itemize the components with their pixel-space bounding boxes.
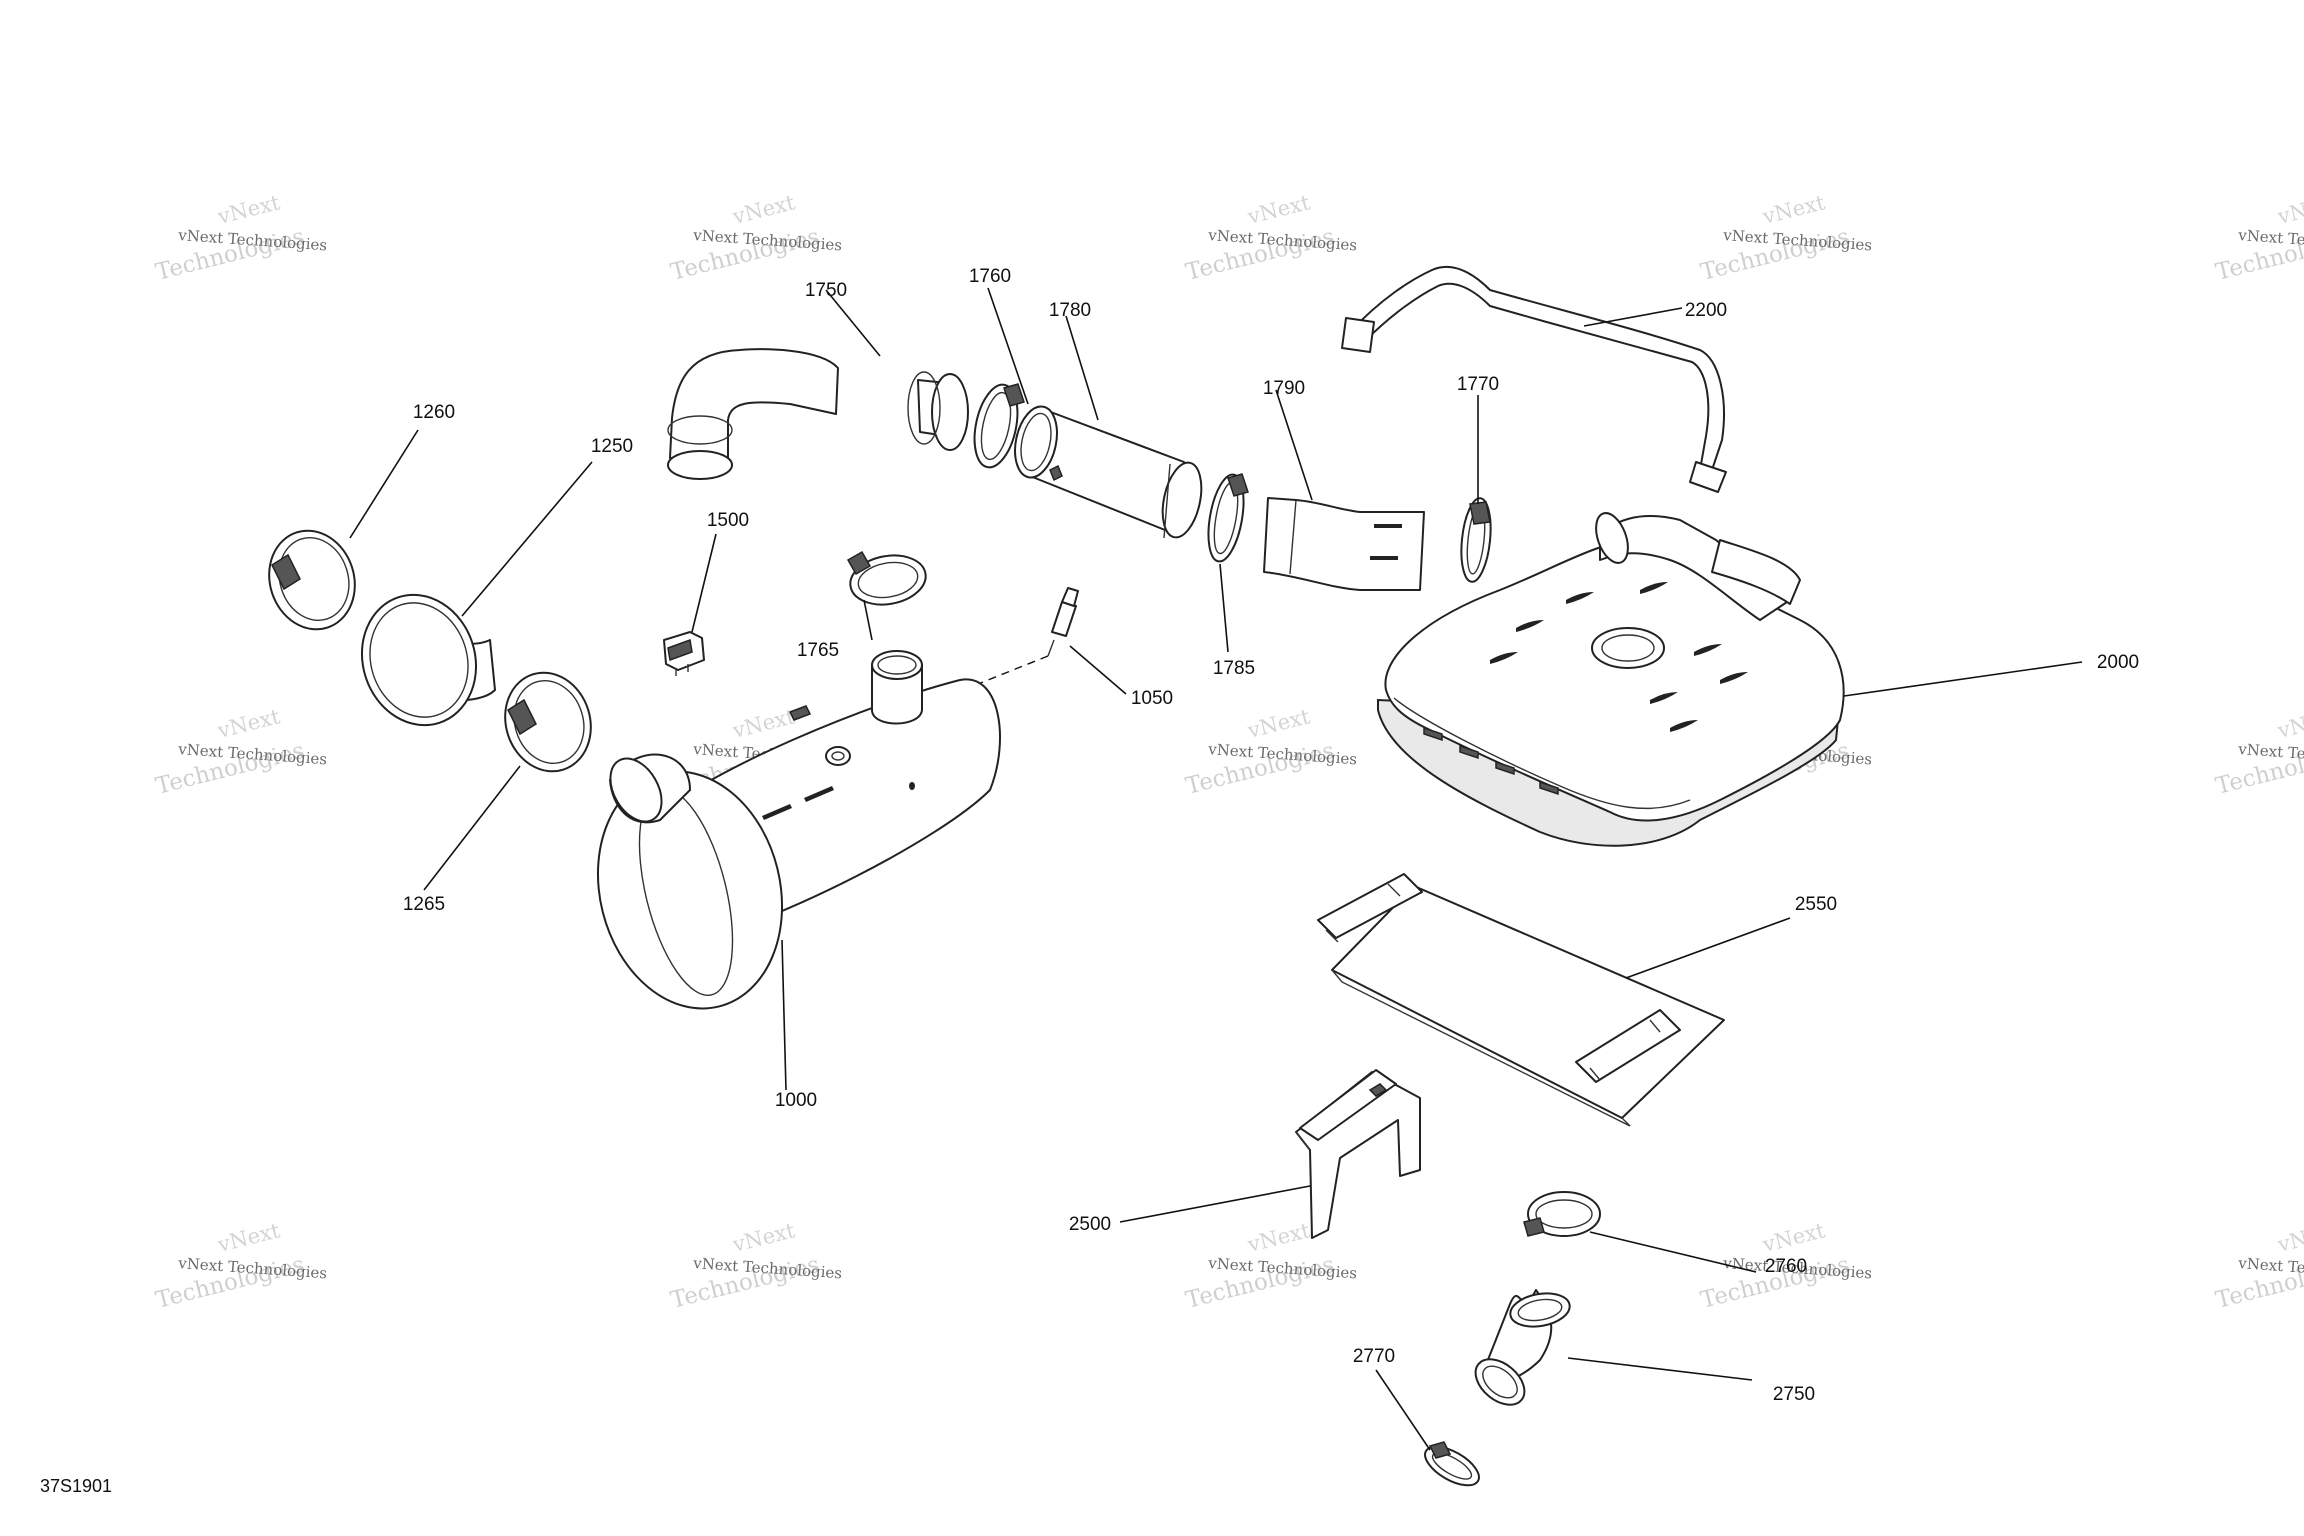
callout-1790: 1790 <box>1263 378 1305 399</box>
part-1760-clamp <box>973 383 1025 469</box>
watermark-tilt-text: vNext <box>729 704 797 743</box>
part-2500-bracket <box>1295 1069 1421 1239</box>
watermark-tilt-text: vNext <box>729 190 797 229</box>
watermark-tilt-text: vNext <box>1244 704 1312 743</box>
callout-2500: 2500 <box>1069 1214 1111 1235</box>
watermark-tilt-text: vNext <box>214 704 282 743</box>
callout-1780: 1780 <box>1049 300 1091 321</box>
callout-1250: 1250 <box>591 436 633 457</box>
callout-1765: 1765 <box>797 640 839 661</box>
callout-2760: 2760 <box>1765 1256 1807 1277</box>
part-2760-clamp <box>1523 1191 1601 1237</box>
part-1250-sleeve <box>360 593 496 727</box>
watermark-tilt-text: vNext <box>1244 190 1312 229</box>
part-1260-clamp <box>268 529 356 631</box>
callout-2550: 2550 <box>1795 894 1837 915</box>
watermark-tilt-text: vNext <box>2274 1218 2304 1257</box>
part-1000-muffler <box>596 650 1001 1010</box>
watermark-tilt-text: vNext <box>729 1218 797 1257</box>
part-2000-airbox <box>1377 512 1845 847</box>
callout-1265: 1265 <box>403 894 445 915</box>
part-2770-clamp <box>1424 1441 1480 1487</box>
callout-1050: 1050 <box>1131 688 1173 709</box>
watermark-tilt-text: vNext <box>2274 190 2304 229</box>
figure-code: 37S1901 <box>40 1476 112 1496</box>
callout-2000: 2000 <box>2097 652 2139 673</box>
watermark-tilt-text: vNext <box>214 1218 282 1257</box>
callout-1770: 1770 <box>1457 374 1499 395</box>
callout-2750: 2750 <box>1773 1384 1815 1405</box>
part-1780-tube <box>1014 405 1203 539</box>
callout-1750: 1750 <box>805 280 847 301</box>
callout-1260: 1260 <box>413 402 455 423</box>
part-2750-elbow <box>1474 1289 1571 1406</box>
part-1750-elbow <box>667 348 969 480</box>
part-1765-clamp <box>846 550 927 606</box>
leader-lines <box>349 287 2083 1451</box>
part-1770-clamp <box>1460 497 1492 583</box>
callout-2770: 2770 <box>1353 1346 1395 1367</box>
part-2200-strap <box>1341 265 1727 493</box>
part-1790-coupler <box>1263 497 1425 591</box>
callout-1500: 1500 <box>707 510 749 531</box>
callout-1760: 1760 <box>969 266 1011 287</box>
part-1500-connector <box>663 631 705 676</box>
watermark-tilt-text: vNext <box>2274 704 2304 743</box>
part-1785-clamp <box>1207 473 1249 563</box>
callout-1785: 1785 <box>1213 658 1255 679</box>
callout-1000: 1000 <box>775 1090 817 1111</box>
watermark-tilt-text: vNext <box>214 190 282 229</box>
part-1265-clamp <box>504 671 592 773</box>
callout-2200: 2200 <box>1685 300 1727 321</box>
part-2550-heat-shield <box>1317 873 1725 1127</box>
callout-labels: 1260 1250 1265 1500 1750 1760 1780 1790 … <box>403 266 2139 1405</box>
watermark-tilt-text: vNext <box>1244 1218 1312 1257</box>
watermark-tilt-text: vNext <box>1759 1218 1827 1257</box>
watermark-tilt-text: vNext <box>1759 190 1827 229</box>
